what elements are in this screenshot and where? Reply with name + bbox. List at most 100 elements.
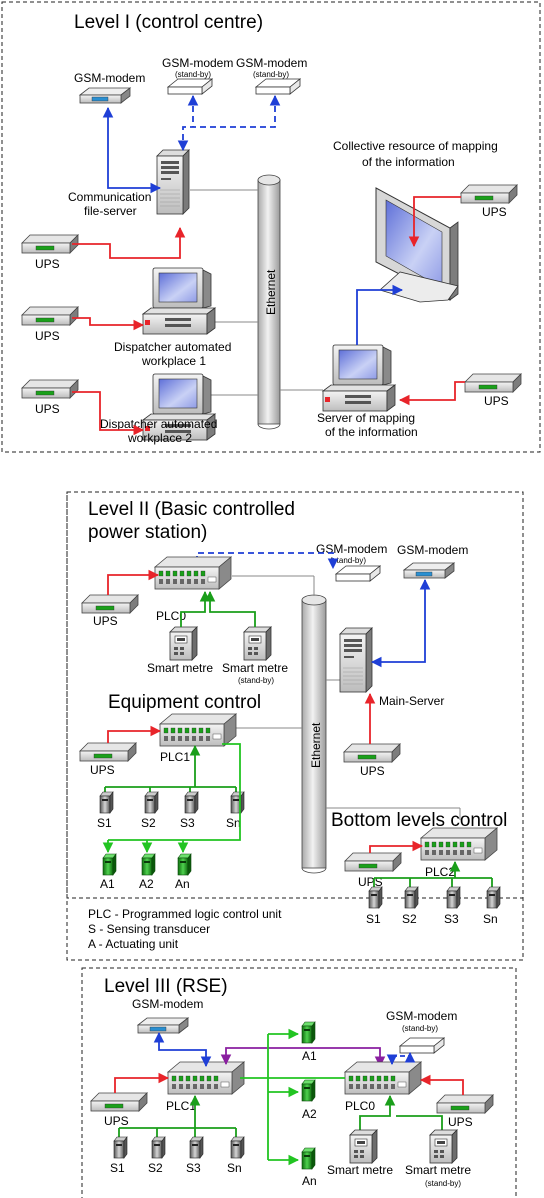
sensor-label-s3-level3: S3 [186,1161,201,1175]
ethernet-label-level1: Ethernet [264,269,278,315]
ups-icon-plc0-level3 [436,1094,494,1114]
sensor-bus-level3 [118,1094,237,1138]
ups-icon-main-server [343,743,401,763]
gsm-modem-icon-level3 [137,1017,189,1034]
level1-title: Level I (control centre) [74,12,263,33]
sensor-s1-icon-level3 [113,1136,128,1159]
level2-title-line1: Level II (Basic controlled [88,499,295,520]
actuator-bus-level3 [240,1028,345,1166]
sensor-label-s2-level2: S2 [141,816,156,830]
actuator-label-an-level3: An [302,1174,317,1188]
sensor-s1-icon-bottom [368,886,383,909]
level3-frame [81,967,517,1198]
actuator-label-a1-level3: A1 [302,1049,317,1063]
gsm-modem-icon-level2 [403,562,455,579]
sensor-s2-icon-level2 [144,791,159,814]
equipment-control-title: Equipment control [108,692,261,713]
ups-label-workplace2: UPS [35,402,60,416]
legend-sensor: S - Sensing transducer [88,922,210,936]
gsm-modem-standby1-icon [167,78,213,95]
ups-icon-collective [460,184,518,204]
level2-frame-bottom [66,491,524,961]
ups-label-plc1: UPS [90,763,115,777]
plc0-label-level3: PLC0 [345,1099,375,1113]
sensor-s3-icon-level2 [184,791,199,814]
gsm-modem-standby-icon-level2 [335,565,381,582]
actuator-label-a2-level3: A2 [302,1107,317,1121]
ups-label-plc0-level3: UPS [448,1115,473,1129]
sensor-s3-icon-bottom [446,886,461,909]
ups-label-plc0: UPS [93,614,118,628]
gsm-modem-label-level3: GSM-modem [132,997,203,1011]
sensor-s2-icon-level3 [151,1136,166,1159]
sensor-label-s2-level3: S2 [148,1161,163,1175]
sensor-label-s1-level3: S1 [110,1161,125,1175]
actuator-label-a1-level2: A1 [100,877,115,891]
smart-metre-standby-label-level3: Smart metre [405,1163,471,1177]
actuator-an-icon-level2 [177,853,192,876]
smart-metre-label-level2: Smart metre [147,661,213,675]
legend-level2: PLC - Programmed logic control unit S - … [88,907,282,951]
comm-server-label-line1: Communication [68,190,151,204]
smart-metre-label-level3: Smart metre [327,1163,393,1177]
sensor-bus-bottom [373,860,493,888]
legend-plc: PLC - Programmed logic control unit [88,907,282,921]
smart-metre-icon-level3 [349,1129,378,1164]
ups-icon-comm [21,234,79,254]
actuator-bus-level2 [102,743,241,854]
standby2-label: (stand-by) [253,70,289,79]
actuator-label-an-level2: An [175,877,190,891]
smart-metre-standby-icon-level3 [429,1129,458,1164]
plc2-icon [420,827,498,861]
mapping-server-icon [322,344,396,412]
gsm-modem-icon-level1 [79,87,131,104]
sensor-label-s3-level2: S3 [180,816,195,830]
actuator-a2-icon-level3 [301,1079,316,1102]
gsm-modem-label-level2: GSM-modem [397,543,468,557]
main-server-label: Main-Server [379,694,444,708]
plc2-label: PLC2 [425,865,455,879]
plc0-icon-level2 [154,556,232,590]
level1-frame [1,1,541,453]
plc1-icon-level2 [159,713,237,747]
smart-metre-standby-icon-level2 [243,626,272,661]
workplace1-label-line1: Dispatcher automated [114,340,231,354]
level3-title: Level III (RSE) [104,976,228,997]
ups-icon-plc0 [81,594,139,614]
actuator-a2-icon-level2 [141,853,156,876]
plc0-icon-level3 [344,1061,422,1095]
gsm-modem-standby-label-level2: GSM-modem [316,542,387,556]
sensor-s3-icon-level3 [189,1136,204,1159]
mapping-server-label-line2: of the information [325,425,418,439]
communication-file-server-icon [156,149,190,215]
gsm-modem-standby-label-level3: GSM-modem [386,1009,457,1023]
ups-label-main-server: UPS [360,764,385,778]
actuator-an-icon-level3 [301,1147,316,1170]
plc1-icon-level3 [167,1061,245,1095]
sensor-label-s1-bottom: S1 [366,912,381,926]
actuator-a1-icon-level3 [301,1021,316,1044]
comm-server-label-line2: file-server [84,204,137,218]
ups-label-comm: UPS [35,257,60,271]
collective-label-line1: Collective resource of mapping [333,139,498,153]
sensor-label-sn-level2: Sn [226,816,241,830]
smart-metre-standby-note-level2: (stand-by) [238,676,274,685]
plc0-label-level2: PLC0 [156,609,186,623]
ups-icon-workplace1 [21,306,79,326]
sensor-sn-icon-bottom [486,886,501,909]
gsm-modem-standby1-label: GSM-modem [162,56,233,70]
bottom-levels-title: Bottom levels control [331,810,507,831]
ethernet-bus-level1: Ethernet [257,174,281,430]
gsm-modem-standby2-label: GSM-modem [236,56,307,70]
sensor-s2-icon-bottom [404,886,419,909]
sensor-label-s2-bottom: S2 [402,912,417,926]
sensor-label-sn-level3: Sn [227,1161,242,1175]
gsm-modem-standby-icon-level3 [399,1037,445,1054]
ups-label-mapping: UPS [484,394,509,408]
sensor-s1-icon-level2 [99,791,114,814]
sensor-sn-icon-level3 [230,1136,245,1159]
plc1-label-level3: PLC1 [166,1099,196,1113]
ups-icon-mapping [464,373,522,393]
ups-icon-plc1 [79,742,137,762]
